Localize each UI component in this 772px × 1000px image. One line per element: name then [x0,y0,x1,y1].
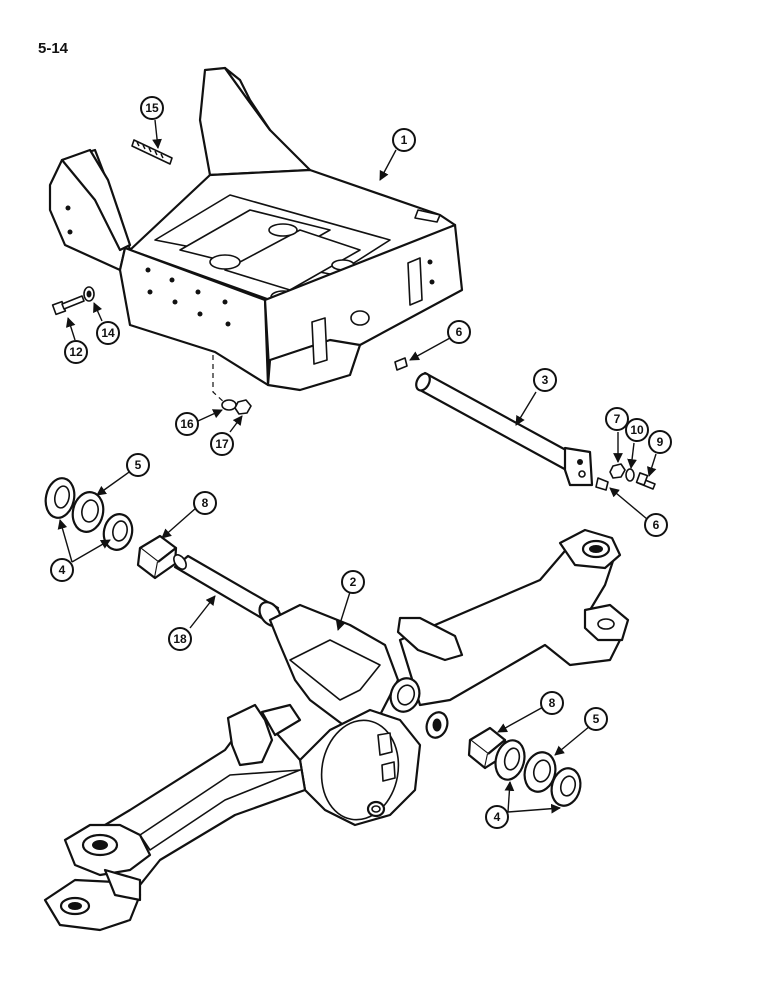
svg-text:5: 5 [593,712,600,726]
washer-10 [625,468,635,482]
washer-14 [83,286,95,302]
callout-1: 1 [392,128,416,152]
bushing-8-left [136,534,178,580]
callout-2: 2 [341,570,365,594]
svg-text:6: 6 [653,518,660,532]
callout-7: 7 [605,407,629,431]
front-axle-housing [43,528,630,932]
callout-9: 9 [648,430,672,454]
svg-text:5: 5 [135,458,142,472]
axle-support-bolster [48,66,464,392]
thrust-washer-4-left-inner [102,513,134,551]
svg-text:9: 9 [657,435,664,449]
callout-5-right: 5 [584,707,608,731]
svg-text:12: 12 [69,345,83,359]
svg-text:16: 16 [180,417,194,431]
callout-5-left: 5 [126,453,150,477]
grease-fitting-6-bottom [595,477,609,491]
callout-8-left: 8 [193,491,217,515]
callout-12: 12 [64,340,88,364]
callout-6-bottom: 6 [644,513,668,537]
svg-text:18: 18 [173,632,187,646]
thrust-washer-4-left-outer [44,477,76,519]
svg-text:4: 4 [494,810,501,824]
svg-text:4: 4 [59,563,66,577]
callout-4-right: 4 [485,805,509,829]
page-number: 5-14 [38,40,69,57]
svg-text:8: 8 [549,696,556,710]
svg-text:14: 14 [101,326,115,340]
callout-14: 14 [96,321,120,345]
washer-16 [221,399,237,411]
shim-5-left [71,491,105,533]
nut-17 [234,399,252,415]
bolt-9 [635,472,656,490]
pivot-pin [415,371,594,487]
shim-5-right [523,751,557,793]
leader-lines [57,119,657,814]
svg-text:6: 6 [456,325,463,339]
svg-text:15: 15 [145,101,159,115]
bolt-12 [51,295,85,316]
svg-text:3: 3 [542,373,549,387]
callout-18: 18 [168,627,192,651]
svg-text:10: 10 [630,423,644,437]
callout-4-left: 4 [50,558,74,582]
callout-17: 17 [210,432,234,456]
svg-text:8: 8 [202,496,209,510]
svg-text:1: 1 [401,133,408,147]
callout-8-right: 8 [540,691,564,715]
bushing-8-right [467,726,507,770]
thrust-washer-4-right-inner [494,739,526,781]
thrust-washer-4-right-outer [550,767,582,807]
callout-6-top: 6 [447,320,471,344]
svg-text:7: 7 [614,412,621,426]
grease-fitting-6-top [394,357,408,371]
nut-7 [609,463,626,479]
svg-text:2: 2 [350,575,357,589]
callout-3: 3 [533,368,557,392]
sleeve-18 [173,554,282,627]
callout-10: 10 [625,418,649,442]
stud-15 [131,139,173,165]
svg-text:17: 17 [215,437,229,451]
callout-16: 16 [175,412,199,436]
callout-15: 15 [140,96,164,120]
